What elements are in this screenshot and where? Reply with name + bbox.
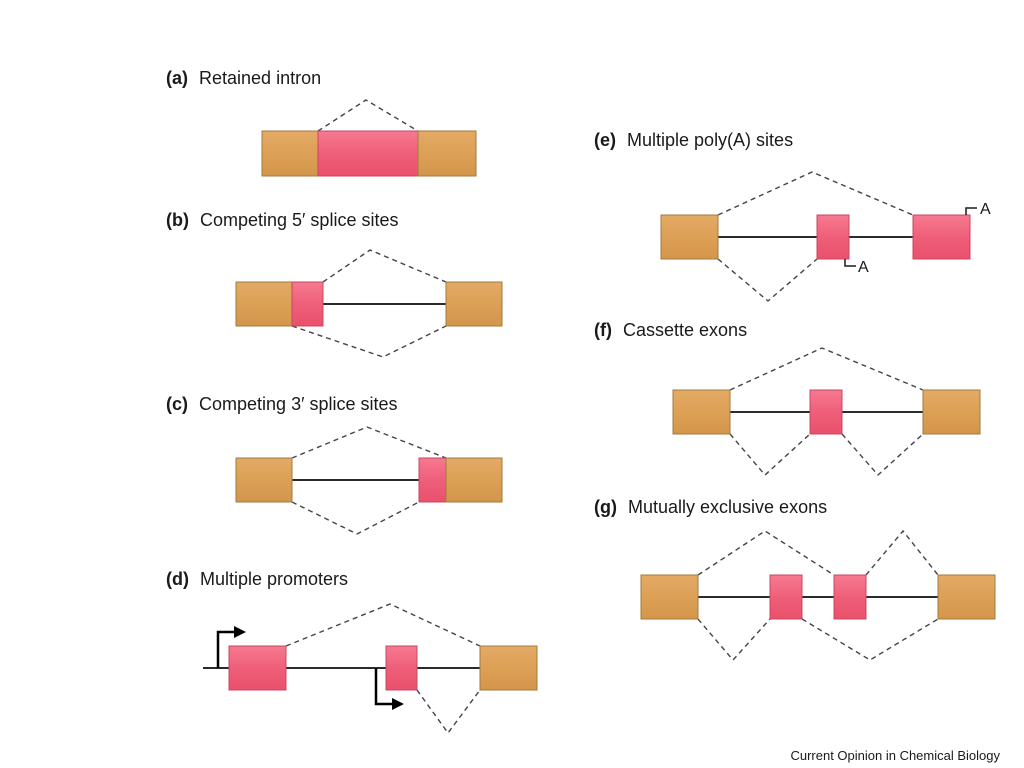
panel-g-splice-path-lower-left [697, 618, 771, 662]
panel-c-exon-left [235, 457, 293, 503]
panel-a-retained-intron: (a) Retained intron [166, 68, 477, 177]
journal-credit: Current Opinion in Chemical Biology [790, 748, 1000, 763]
panel-d-first-exon-1 [228, 645, 287, 691]
panel-f-splice-path-include-right [841, 433, 924, 476]
panel-b-competing-5-prime: (b) Competing 5′ splice sites [166, 210, 503, 358]
panel-g-splice-path-lower-right [801, 618, 939, 661]
panel-b-splice-path-lower [291, 325, 447, 358]
panel-g-exon-right [937, 574, 996, 620]
panel-d-splice-path-lower [416, 689, 481, 735]
panel-b-exon-left [235, 281, 293, 327]
polya-site-label-1: A [858, 259, 869, 276]
panel-f-cassette-exon [809, 389, 843, 435]
panel-d-splice-path-upper [285, 603, 481, 647]
panel-c-splice-path-upper [291, 426, 447, 459]
promoter-arrow-icon [374, 668, 404, 710]
panel-g-exon-left [640, 574, 699, 620]
panel-e-splice-path-upper [717, 171, 914, 216]
panel-c-splice-path-lower [291, 501, 420, 535]
panel-a-exon-right [417, 130, 477, 177]
panel-f-exon-right [922, 389, 981, 435]
panel-g-exclusive-exon-2 [833, 574, 867, 620]
polya-site-marker-1 [844, 259, 856, 267]
panel-f-cassette-exons: (f) Cassette exons [594, 320, 981, 477]
panel-e-splice-path-lower [717, 258, 818, 302]
panel-e-terminal-exon-1 [816, 214, 850, 260]
panel-c-alt-region [418, 457, 447, 503]
panel-e-title: (e) Multiple poly(A) sites [594, 130, 793, 150]
panel-e-terminal-exon-2 [912, 214, 971, 260]
panel-g-mutually-exclusive: (g) Mutually exclusive exons [594, 497, 996, 662]
panel-a-exon-left [261, 130, 319, 177]
polya-site-label-2: A [980, 201, 991, 218]
promoter-arrow-icon [216, 626, 246, 668]
panel-b-title: (b) Competing 5′ splice sites [166, 210, 398, 230]
panel-d-multiple-promoters: (d) Multiple promoters [166, 569, 538, 735]
panel-g-exclusive-exon-1 [769, 574, 803, 620]
panel-e-multiple-polya: (e) Multiple poly(A) sites A A [594, 130, 991, 302]
panel-e-exon-left [660, 214, 719, 260]
panel-c-exon-right [445, 457, 503, 503]
panel-b-exon-right [445, 281, 503, 327]
panel-d-first-exon-2 [385, 645, 418, 691]
panel-g-splice-path-upper-right [865, 529, 939, 576]
panel-b-splice-path-upper [322, 249, 447, 283]
panel-c-competing-3-prime: (c) Competing 3′ splice sites [166, 394, 503, 535]
panel-f-title: (f) Cassette exons [594, 320, 747, 340]
panel-b-alt-region [291, 281, 324, 327]
panel-f-splice-path-include-left [729, 433, 811, 477]
panel-a-splice-path [317, 99, 419, 132]
polya-site-marker-2 [965, 207, 977, 215]
panel-a-retained-intron-block [317, 130, 419, 177]
panel-d-title: (d) Multiple promoters [166, 569, 348, 589]
panel-g-splice-path-upper-left [697, 530, 835, 576]
panel-c-title: (c) Competing 3′ splice sites [166, 394, 397, 414]
panel-d-exon-right [479, 645, 538, 691]
panel-g-title: (g) Mutually exclusive exons [594, 497, 827, 517]
panel-f-splice-path-skip [729, 347, 924, 391]
panel-f-exon-left [672, 389, 731, 435]
panel-a-title: (a) Retained intron [166, 68, 321, 88]
